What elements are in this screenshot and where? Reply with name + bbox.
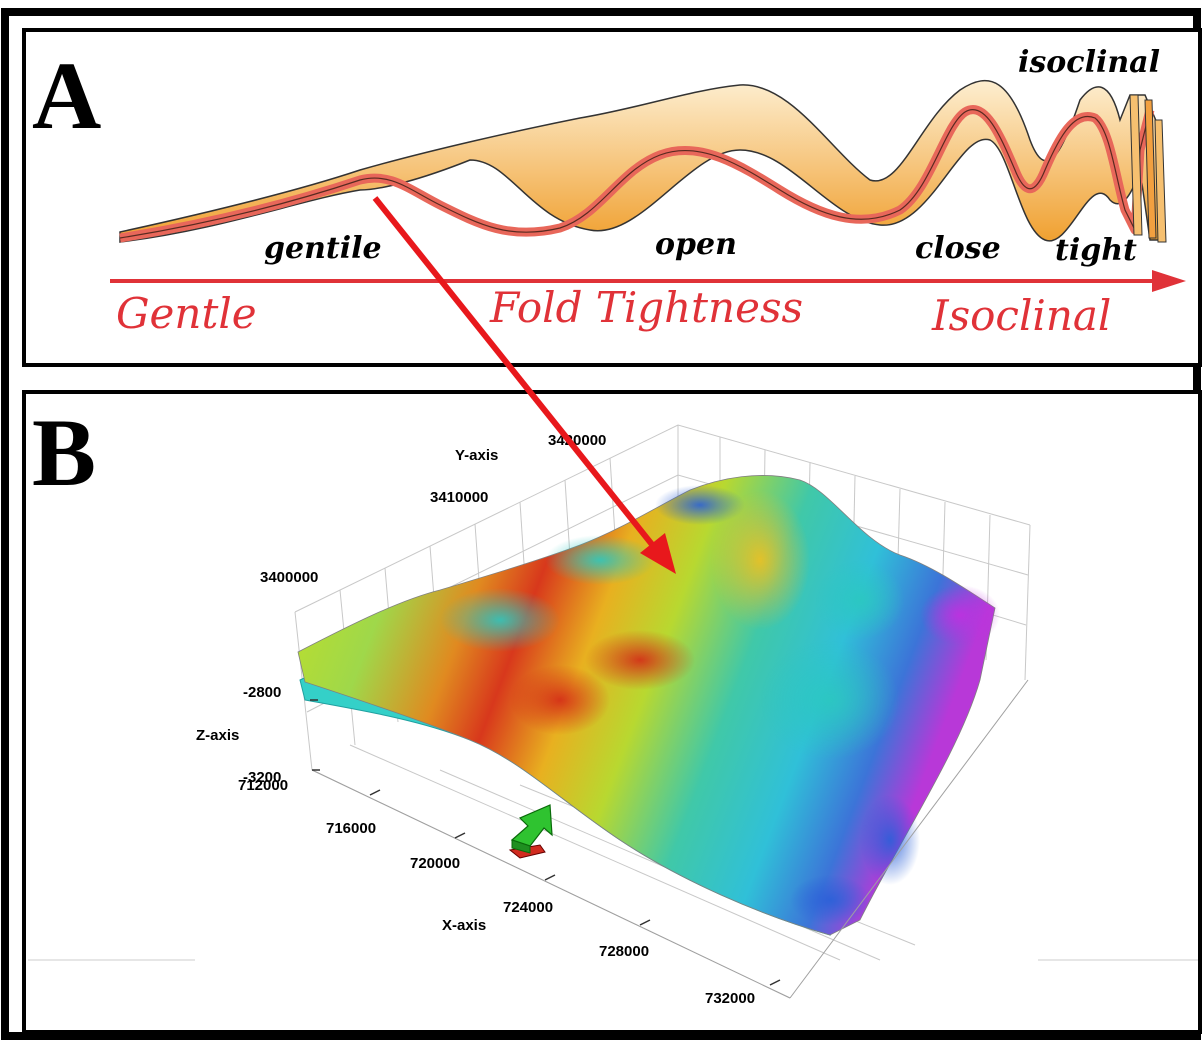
connector-arrow [372,196,676,574]
fold-label-close: close [915,231,1001,266]
scale-label-gentle: Gentle [116,289,257,338]
y-tick-0: 3400000 [260,569,318,586]
fold-label-isoclinal: isoclinal [1018,45,1160,80]
z-tick-0: -2800 [243,684,281,701]
fold-label-tight: tight [1055,233,1137,268]
surface-texture [440,485,1000,925]
panel-b: B [22,390,1202,1034]
x-tick-4: 728000 [599,943,649,960]
x-tick-5: 732000 [705,990,755,1007]
y-tick-1: 3410000 [430,489,488,506]
scale-label-isoclinal: Isoclinal [931,291,1111,340]
x-axis-title: X-axis [442,917,486,934]
plot-front-edges [311,679,1029,999]
fold-label-open: open [655,227,737,262]
x-tick-3: 724000 [503,899,553,916]
z-axis-title: Z-axis [196,727,239,744]
x-tick-1: 716000 [326,820,376,837]
scale-label-fold-tightness: Fold Tightness [489,283,803,332]
panel-a-border [22,28,1202,367]
orientation-arrow-icon [508,804,553,859]
isoclinal-folds [1129,94,1167,243]
x-tick-0: 712000 [238,777,288,794]
y-axis-title: Y-axis [455,447,498,464]
panel-a: A gentile open close tight isoclinal Gen… [22,28,1202,367]
panel-b-letter: B [32,399,96,506]
panel-a-letter: A [32,42,101,149]
tightness-scale-arrow [110,270,1186,292]
fold-layer-outline [119,109,1151,239]
z-tick-1: -3200 [243,769,281,786]
axis-tick-marks [310,699,781,986]
fold-label-gentile: gentile [264,231,382,266]
x-tick-2: 720000 [410,855,460,872]
